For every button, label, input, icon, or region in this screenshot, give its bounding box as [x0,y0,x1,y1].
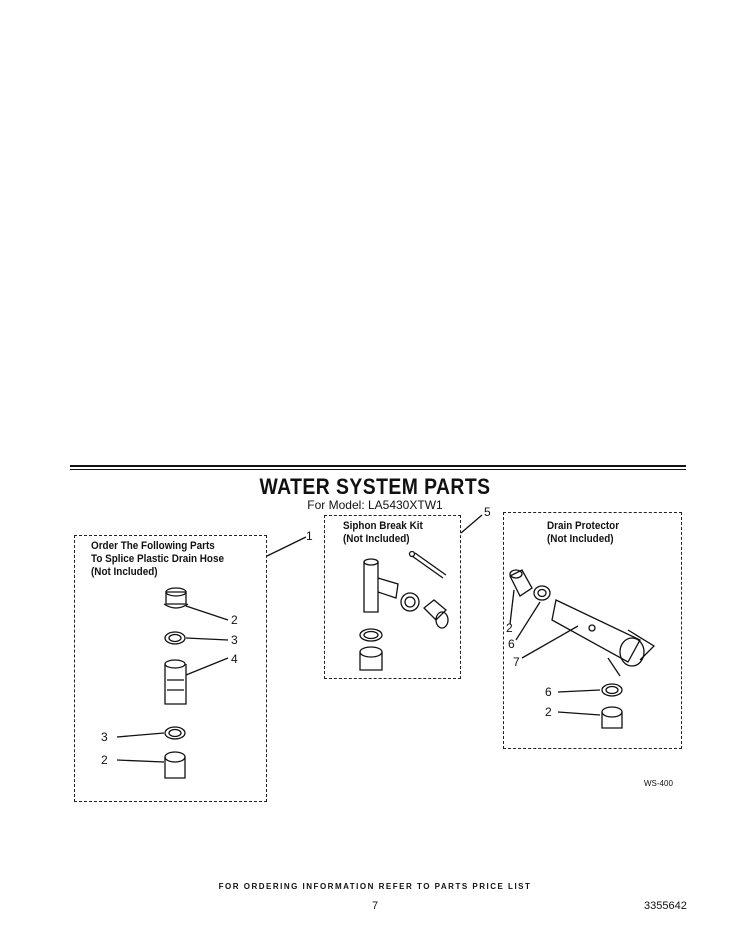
header-rule-thick [70,465,686,467]
splice-clamp-bottom [164,726,186,740]
leader-3-top [185,637,229,641]
header-rule-thin [70,469,686,470]
splice-connector-tube [164,659,187,705]
callout-drain-6-top: 6 [508,637,515,651]
callout-3-bottom: 3 [101,730,108,744]
callout-leader-1 [266,536,307,557]
splice-parts-box [74,535,267,802]
ordering-footer: FOR ORDERING INFORMATION REFER TO PARTS … [218,882,532,891]
siphon-break-kit-box [324,515,461,679]
siphon-label-line-2: (Not Included) [343,533,410,545]
model-subtitle: For Model: LA5430XTW1 [307,498,443,512]
leader-2-bottom [116,759,165,763]
siphon-tee-fitting [363,558,399,613]
callout-drain-7: 7 [513,655,520,669]
leader-2-top [185,605,229,621]
siphon-valve-cap [423,599,449,629]
page-number: 7 [371,900,379,912]
drain-protector-body [551,599,656,677]
splice-adapter-bottom [164,751,186,779]
drain-protector-label: Drain Protector (Not Included) [547,520,664,546]
drain-ring-top [533,585,551,601]
callout-drain-2-top: 2 [506,621,513,635]
figure-code: WS-400 [644,779,673,788]
leader-drain-6-top [515,601,541,641]
siphon-clamp [359,628,383,642]
leader-drain-7 [521,625,579,659]
callout-2-top: 2 [231,613,238,627]
splice-adapter-top [163,587,189,609]
siphon-clip-pin [408,550,447,579]
leader-drain-6-bottom [557,689,601,693]
drain-protector-box [503,512,682,749]
drain-clamp-bottom [601,683,623,697]
leader-4 [185,657,229,676]
drain-label-line-1: Drain Protector [547,520,620,532]
siphon-adapter [359,646,383,671]
splice-clamp-top [164,631,186,645]
document-number: 3355642 [644,900,687,912]
splice-label-line-1: Order The Following Parts [91,540,215,552]
callout-5: 5 [484,505,491,519]
callout-2-bottom: 2 [101,753,108,767]
siphon-label-line-1: Siphon Break Kit [343,520,423,532]
splice-label-line-2: To Splice Plastic Drain Hose [91,553,224,565]
callout-1: 1 [306,529,313,543]
page-title: WATER SYSTEM PARTS [259,474,491,499]
callout-drain-2-bottom: 2 [545,705,552,719]
drain-adapter-top [509,569,533,597]
leader-3-bottom [116,732,165,738]
drain-adapter-bottom [601,706,623,729]
callout-leader-5 [460,514,483,534]
siphon-ring [400,592,420,612]
splice-parts-label: Order The Following Parts To Splice Plas… [91,540,258,579]
siphon-break-kit-label: Siphon Break Kit (Not Included) [343,520,460,546]
drain-label-line-2: (Not Included) [547,533,614,545]
leader-drain-2-top [509,589,515,625]
callout-3-top: 3 [231,633,238,647]
leader-drain-2-bottom [557,711,601,716]
callout-drain-6-bottom: 6 [545,685,552,699]
callout-4: 4 [231,652,238,666]
splice-label-line-3: (Not Included) [91,566,158,578]
